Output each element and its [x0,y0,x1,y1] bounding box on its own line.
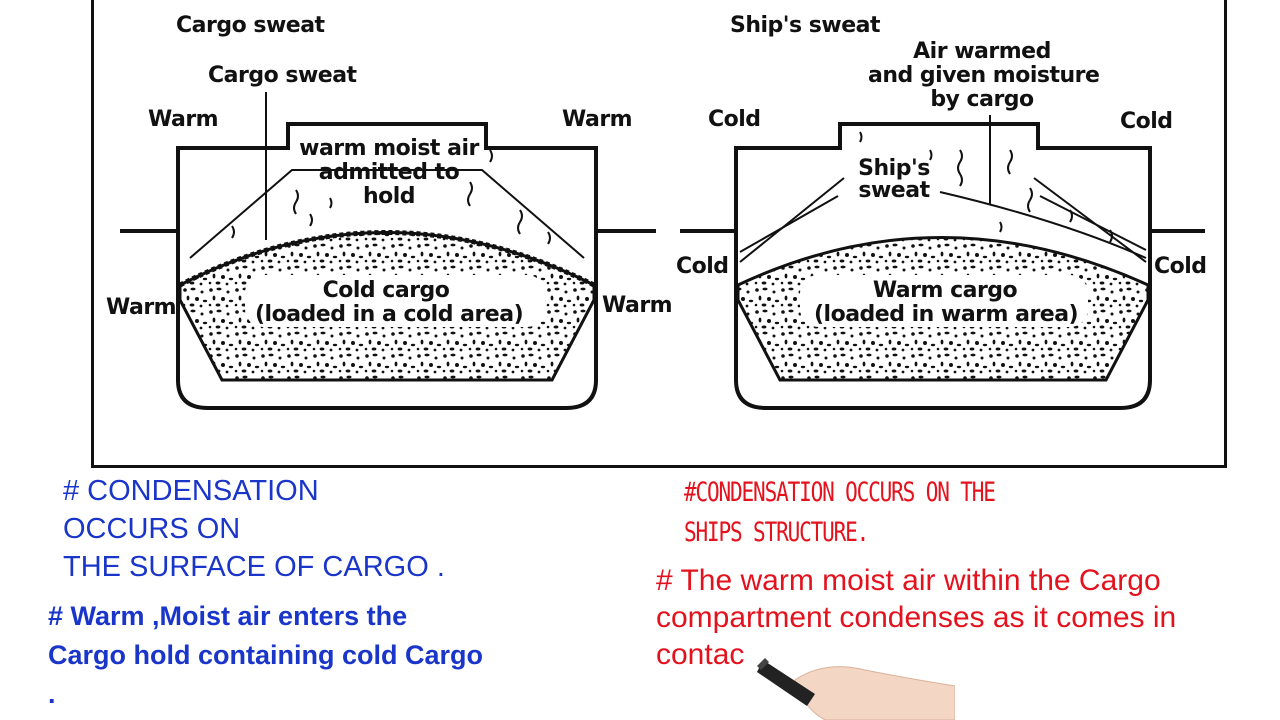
left-body-note: # Warm ,Moist air enters the Cargo hold … [48,597,483,714]
cold-label-top-left: Cold [708,107,761,132]
cold-cargo-label: Cold cargo (loaded in a cold area) [255,278,524,327]
right-body-line-2: compartment condenses as it comes in [656,601,1177,634]
warm-cargo-label: Warm cargo (loaded in warm area) [814,278,1079,327]
right-body-note: # The warm moist air within the Cargo co… [656,562,1176,673]
right-heading-line-2: SHIPS STRUCTURE. [684,517,869,548]
cargo-sweat-pointer-label: Cargo sweat [208,63,357,88]
warm-label-mid-left: Warm [106,295,177,320]
left-body-line-2: Cargo hold containing cold Cargo [48,640,483,670]
warm-cargo-line-1: Warm cargo [872,278,1018,303]
cold-label-top-right: Cold [1120,109,1173,134]
cold-label-mid-left: Cold [676,254,729,279]
right-heading-line-1: #CONDENSATION OCCURS ON THE [684,477,996,508]
note-line-3: by cargo [930,87,1034,112]
right-heading-note: #CONDENSATION OCCURS ON THE SHIPS STRUCT… [684,473,996,553]
warm-moist-air-label: warm moist air admitted to hold [294,137,484,209]
air-warmed-note: Air warmed and given moisture by cargo [868,39,1100,112]
warm-label-top-right: Warm [562,107,633,132]
right-body-line-3: contac [656,638,745,671]
ships-sweat-hold [680,115,1205,410]
ships-sweat-title: Ship's sweat [730,13,881,38]
ships-sweat-label: Ship's sweat [846,158,942,202]
air-label-line-2: admitted to [318,160,460,185]
left-body-line-1: # Warm ,Moist air enters the [48,601,408,631]
note-line-2: and given moisture [868,63,1100,88]
sweat-line-1: Ship's [858,156,930,181]
left-heading-line-2: OCCURS ON [63,513,241,545]
cold-label-mid-right: Cold [1154,254,1207,279]
left-heading-line-3: THE SURFACE OF CARGO . [63,551,445,583]
warm-label-mid-right: Warm [602,293,673,318]
cargo-sweat-hold [120,92,656,410]
cargo-sweat-title: Cargo sweat [176,13,325,38]
cold-cargo-line-1: Cold cargo [322,278,450,303]
hand-marker-icon [757,658,955,720]
right-body-line-1: # The warm moist air within the Cargo [656,564,1161,597]
sweat-line-2: sweat [858,178,930,203]
cold-cargo-line-2: (loaded in a cold area) [255,302,524,327]
air-label-line-3: hold [362,184,416,209]
note-line-1: Air warmed [913,39,1051,64]
warm-cargo-line-2: (loaded in warm area) [814,302,1079,327]
left-body-line-3: . [48,679,56,709]
warm-label-top-left: Warm [148,107,219,132]
hold-diagrams [120,92,1205,410]
left-heading-note: # CONDENSATION OCCURS ON THE SURFACE OF … [63,472,445,586]
left-heading-line-1: # CONDENSATION [63,475,319,507]
air-label-line-1: warm moist air [299,136,479,161]
